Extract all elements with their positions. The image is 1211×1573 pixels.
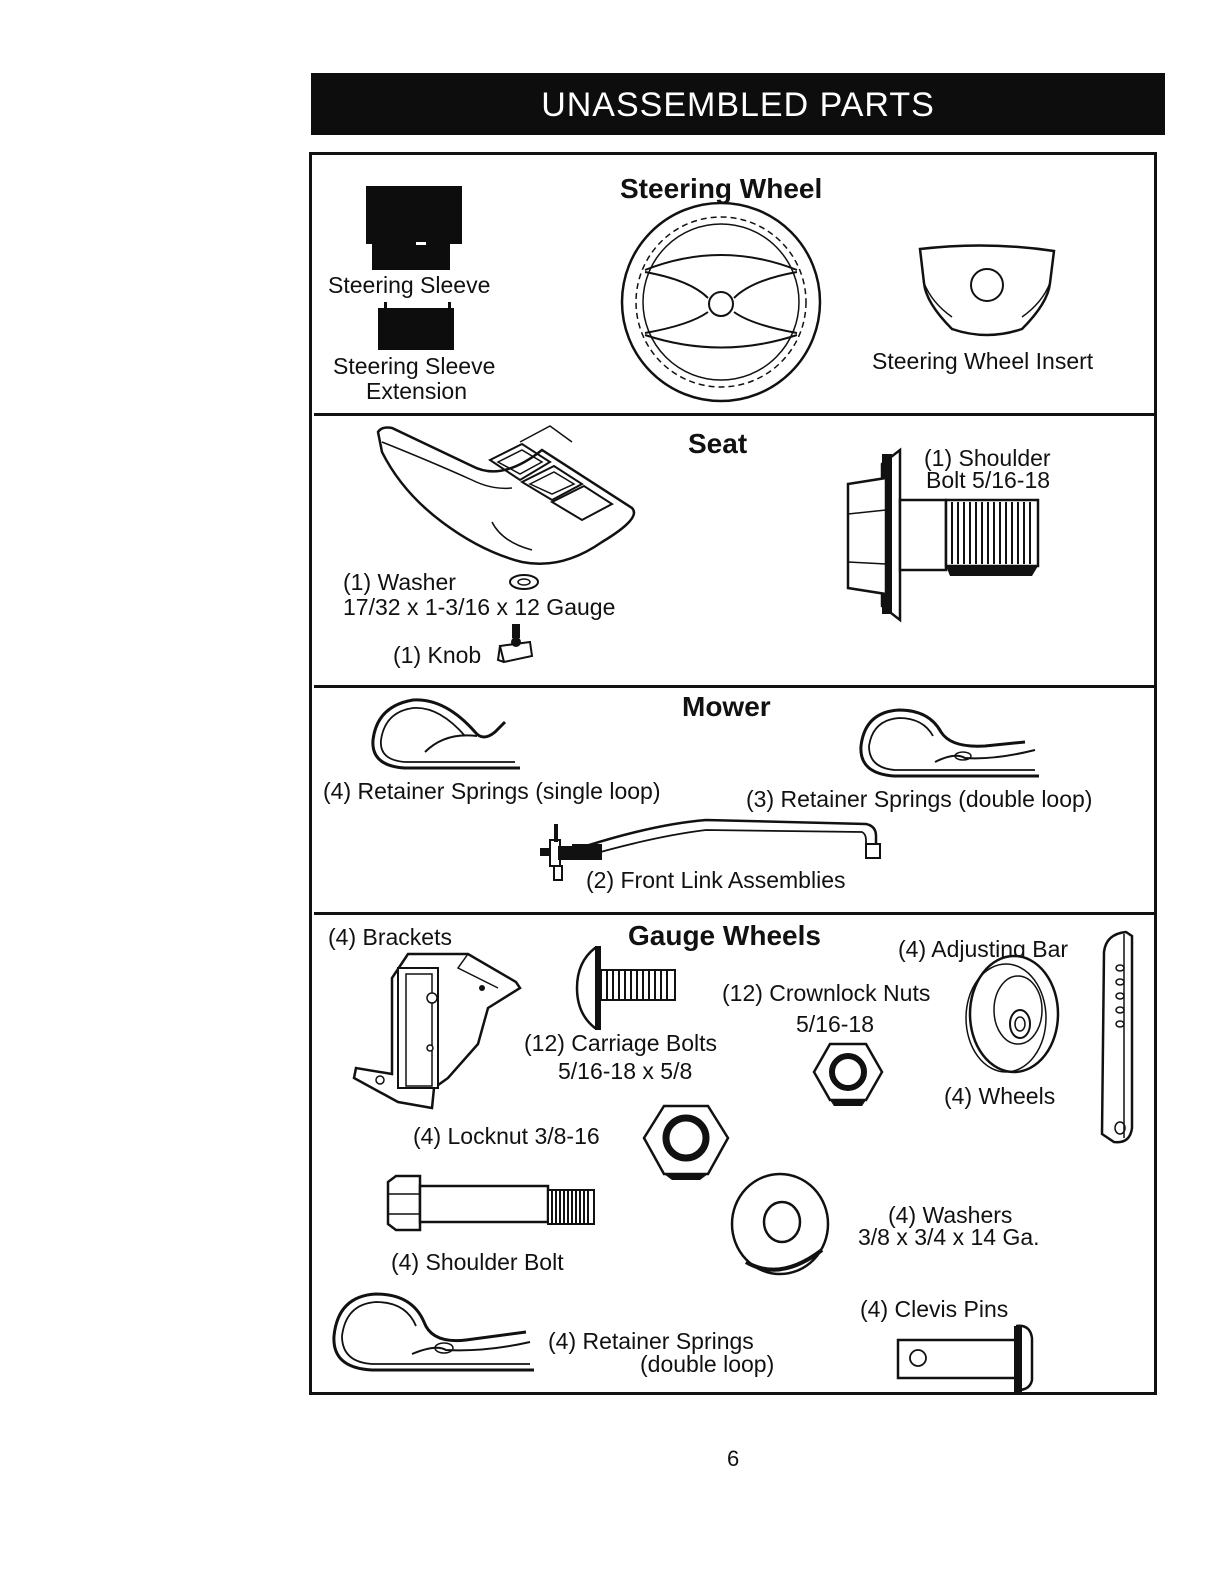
locknut-icon: [642, 1104, 730, 1180]
retainer-spring-double-loop-label: (3) Retainer Springs (double loop): [746, 786, 1093, 812]
retainer-spring-single-loop-label: (4) Retainer Springs (single loop): [323, 778, 661, 804]
front-link-assembly-icon: [540, 818, 881, 881]
crownlock-nuts-label-line2: 5/16-18: [796, 1011, 875, 1037]
seat-washer-label-line2: 17/32 x 1-3/16 x 12 Gauge: [343, 594, 616, 620]
washers-label-line1: (4) Washers: [888, 1202, 1013, 1228]
retainer-springs-bottom-label-line2: (double loop): [640, 1351, 775, 1377]
shoulder-bolt-seat-label-line2: Bolt 5/16-18: [926, 467, 1051, 493]
crownlock-nuts-label-line1: (12) Crownlock Nuts: [722, 980, 931, 1006]
seat-washer-label-line1: (1) Washer: [343, 569, 456, 595]
steering-sleeve-extension-label-line2: Extension: [366, 378, 468, 404]
adjusting-bar-label: (4) Adjusting Bar: [898, 936, 1069, 962]
shoulder-bolt-gauge-icon: [386, 1174, 595, 1232]
section-divider-steering-seat: [314, 413, 1154, 416]
steering-sleeve-extension-label-line1: Steering Sleeve: [333, 353, 496, 379]
knob-icon: [496, 624, 534, 664]
mower-section-title: Mower: [682, 691, 771, 722]
steering-sleeve-icon: [366, 186, 462, 270]
carriage-bolts-label-line2: 5/16-18 x 5/8: [558, 1058, 693, 1084]
steering-sleeve-label: Steering Sleeve: [328, 272, 491, 298]
wheel-icon: [965, 954, 1060, 1074]
page-number: 6: [727, 1446, 740, 1471]
washer-icon: [509, 574, 539, 590]
steering-wheel-insert-icon: [918, 244, 1056, 337]
crownlock-nut-icon: [812, 1042, 884, 1106]
washer-large-icon: [730, 1172, 830, 1276]
adjusting-bar-icon: [1100, 930, 1134, 1144]
steering-wheel-insert-label: Steering Wheel Insert: [872, 348, 1094, 374]
shoulder-bolt-seat-label-line1: (1) Shoulder: [924, 445, 1051, 471]
brackets-label: (4) Brackets: [328, 924, 452, 950]
washers-label-line2: 3/8 x 3/4 x 14 Ga.: [858, 1224, 1040, 1250]
clevis-pins-label: (4) Clevis Pins: [860, 1296, 1009, 1322]
carriage-bolts-label-line1: (12) Carriage Bolts: [524, 1030, 718, 1056]
shoulder-bolt-seat-icon: [846, 447, 1040, 623]
section-divider-seat-mower: [314, 685, 1154, 688]
shoulder-bolt-gauge-label: (4) Shoulder Bolt: [391, 1249, 564, 1275]
retainer-spring-double-loop-large-icon: [332, 1292, 534, 1372]
steering-section-title: Steering Wheel: [620, 173, 823, 204]
wheels-label: (4) Wheels: [944, 1083, 1056, 1109]
clevis-pin-icon: [896, 1324, 1034, 1392]
front-link-assembly-label: (2) Front Link Assemblies: [586, 867, 846, 893]
retainer-spring-single-loop-icon: [371, 698, 520, 770]
retainer-springs-bottom-label-line1: (4) Retainer Springs: [548, 1328, 754, 1354]
steering-wheel-icon: [620, 201, 822, 403]
section-divider-mower-gauge: [314, 912, 1154, 915]
locknut-label: (4) Locknut 3/8-16: [413, 1123, 600, 1149]
parts-frame: [309, 152, 1157, 1395]
gauge-wheels-section-title: Gauge Wheels: [628, 920, 821, 951]
seat-icon: [376, 425, 636, 566]
steering-sleeve-extension-icon: [378, 302, 454, 350]
seat-section-title: Seat: [688, 428, 748, 459]
retainer-spring-double-loop-icon: [859, 708, 1039, 778]
bracket-icon: [352, 952, 522, 1110]
carriage-bolt-icon: [575, 946, 676, 1030]
seat-knob-label: (1) Knob: [393, 642, 482, 668]
page-header: UNASSEMBLED PARTS: [311, 73, 1165, 135]
